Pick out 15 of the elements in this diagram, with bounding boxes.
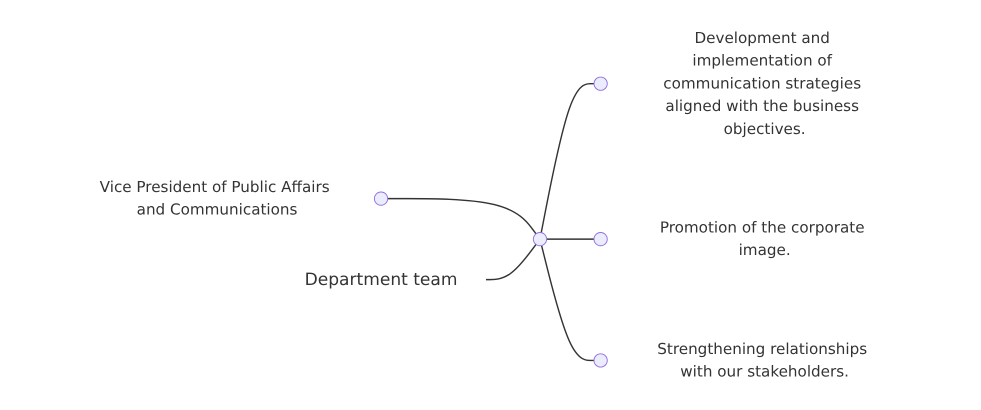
- connector: [540, 82, 594, 233]
- node-label: Development and implementation of communication strategies aligned with the business objectives.: [662, 28, 861, 138]
- connector: [486, 244, 536, 280]
- node-circle: [593, 232, 608, 246]
- connector: [387, 198, 536, 234]
- node-label: Strengthening relationships with our stakeholders.: [656, 340, 867, 380]
- node-label: Vice President of Public Affairs and Communications: [99, 178, 330, 219]
- connector: [540, 245, 594, 362]
- node-text: Department team: [304, 270, 458, 290]
- node-label: Promotion of the corporate image.: [660, 218, 864, 260]
- node-circle: [532, 232, 547, 246]
- node-circle: [593, 76, 608, 91]
- connector: [546, 238, 594, 240]
- node-circle: [374, 192, 388, 206]
- node-circle: [593, 353, 608, 368]
